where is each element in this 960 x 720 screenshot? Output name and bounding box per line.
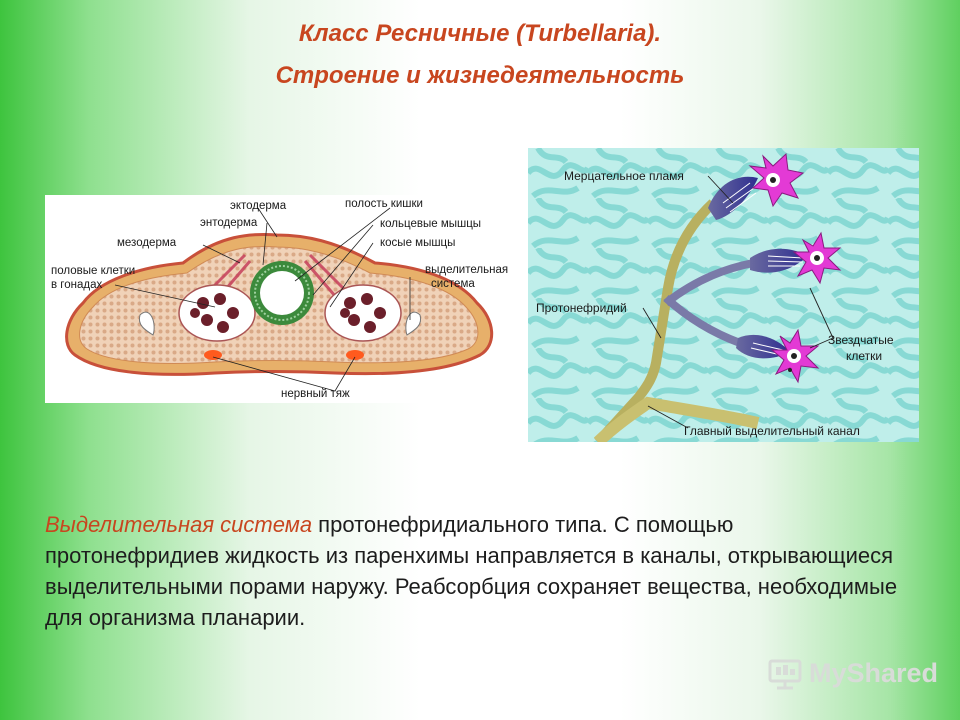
canal-base	[593, 396, 760, 447]
stellate-cell-top	[748, 152, 805, 208]
label-flame: Мерцательное пламя	[564, 169, 684, 183]
branch-lower	[663, 295, 742, 347]
label-ectoderm: эктодерма	[230, 200, 287, 212]
main-canal	[594, 199, 717, 446]
label-circular-muscles: кольцевые мышцы	[380, 218, 481, 230]
label-main-canal: Главный выделительный канал	[684, 424, 860, 438]
label-oblique-muscles: косые мышцы	[380, 237, 455, 249]
nerve-cord-left	[204, 350, 222, 360]
label-genital-cells-2: в гонадах	[51, 279, 102, 291]
description-highlight: Выделительная система	[45, 512, 313, 537]
cross-section-diagram: эктодерма полость кишки энтодерма кольце…	[45, 195, 512, 403]
cross-section-svg: эктодерма полость кишки энтодерма кольце…	[51, 198, 508, 400]
description-paragraph: Выделительная система протонефридиальног…	[45, 509, 905, 633]
slide-title-line1: Класс Ресничные (Turbellaria).	[298, 20, 662, 47]
description-text: протонефридиального типа. С помощью прот…	[45, 512, 898, 630]
gonad-right	[324, 284, 402, 342]
label-stellate-2: клетки	[846, 349, 882, 363]
slide-title-line2: Строение и жизнедеятельность	[275, 62, 685, 89]
label-endoderm: энтодерма	[200, 217, 258, 229]
label-mesoderm: мезодерма	[117, 237, 177, 249]
proto-leader-lines	[642, 175, 834, 429]
stellate-cell-mid	[792, 231, 842, 285]
label-excretory-1: выделительная	[425, 264, 508, 276]
egg-cells	[190, 293, 386, 333]
nerve-cord-right	[346, 350, 364, 360]
protonephridium-diagram: Мерцательное пламя Протонефридий Звездча…	[528, 148, 919, 447]
gut-inner-line	[254, 265, 310, 321]
label-genital-cells-1: половые клетки	[51, 265, 135, 277]
branch-middle	[663, 259, 754, 307]
flame-bulb-top	[708, 176, 758, 220]
flame-bulb-mid	[750, 248, 808, 273]
label-gut-cavity: полость кишки	[345, 198, 423, 210]
watermark-logo: MyShared	[767, 656, 938, 690]
gonad-left	[178, 284, 256, 342]
label-excretory-2: система	[431, 278, 475, 290]
leader-lines	[114, 207, 411, 392]
watermark-text: MyShared	[808, 657, 938, 688]
label-stellate-1: Звездчатые	[828, 333, 894, 347]
cilia-lines	[722, 182, 804, 356]
label-nerve-cord: нервный тяж	[281, 388, 350, 400]
gut-cavity	[260, 271, 304, 315]
label-protonephridium: Протонефридий	[536, 301, 627, 315]
stellate-cell-low	[770, 328, 820, 384]
protonephridium-svg: Мерцательное пламя Протонефридий Звездча…	[528, 148, 919, 447]
excretory-left	[138, 311, 155, 336]
presentation-icon	[768, 659, 802, 690]
